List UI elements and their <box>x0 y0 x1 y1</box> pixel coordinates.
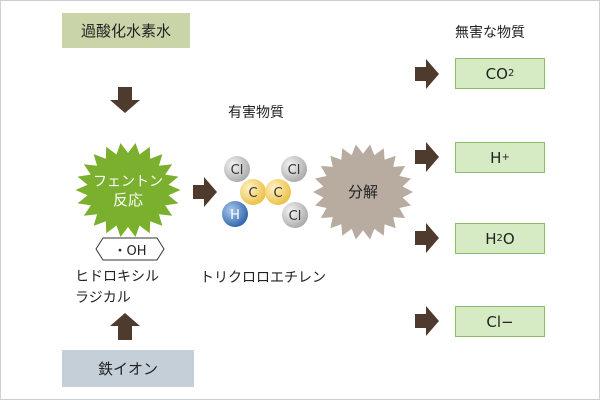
product-hplus-sup: + <box>501 152 510 163</box>
atom-label: Cl <box>288 163 301 178</box>
product-co2-main: CO <box>485 64 508 83</box>
arrow-right-icon <box>415 223 439 253</box>
iron-ion-label: 鉄イオン <box>97 360 158 378</box>
product-h2o-main: H <box>485 229 497 248</box>
hydroxyl-radical-symbol: ・OH <box>95 237 165 261</box>
product-hplus-main: H <box>490 148 502 167</box>
fenton-label-line1: フェントン <box>93 174 163 190</box>
atom-label: H <box>230 208 240 223</box>
radical-name-line2: ラジカル <box>75 290 131 306</box>
carbon-atom <box>265 179 291 205</box>
atom-label: C <box>273 186 282 201</box>
arrow-up-icon <box>110 313 140 340</box>
chlorine-atom <box>224 156 250 182</box>
hydrogen-atom <box>222 201 248 227</box>
product-cl-tail: − <box>501 312 514 331</box>
chlorine-atom <box>282 202 308 228</box>
decomposition-burst: 分解 <box>313 144 413 240</box>
product-cl-box: Cl− <box>455 306 545 337</box>
harmless-heading: 無害な物質 <box>455 25 525 41</box>
trichloroethylene-molecule: Cl Cl C C H Cl <box>222 156 308 228</box>
arrow-right-icon <box>415 59 439 89</box>
hydrogen-peroxide-label: 過酸化水素水 <box>80 22 171 40</box>
arrow-down-icon <box>110 87 140 113</box>
decomposition-burst-shape <box>313 144 413 240</box>
fenton-burst-shape <box>75 143 181 237</box>
fenton-label-line2: 反応 <box>113 191 143 209</box>
arrow-right-icon <box>415 306 439 336</box>
atom-label: Cl <box>289 209 302 224</box>
iron-ion-box: 鉄イオン <box>62 350 194 387</box>
product-cl-main: Cl <box>486 312 502 331</box>
radical-outline <box>95 237 165 261</box>
radical-name-line1: ヒドロキシル <box>75 269 159 285</box>
radical-symbol-text: ・OH <box>113 243 147 259</box>
atom-label: Cl <box>231 163 244 178</box>
hydrogen-peroxide-box: 過酸化水素水 <box>62 13 190 48</box>
product-co2-sub: 2 <box>507 68 515 79</box>
compound-name: トリクロロエチレン <box>200 270 326 286</box>
product-hplus-box: H+ <box>455 142 545 173</box>
atom-label: C <box>248 186 257 201</box>
decomposition-label: 分解 <box>348 183 378 201</box>
carbon-atom <box>240 179 266 205</box>
product-h2o-sub: 2 <box>496 233 503 244</box>
chlorine-atom <box>281 156 307 182</box>
fenton-burst: フェントン 反応 <box>75 143 181 237</box>
harmful-heading: 有害物質 <box>228 105 284 121</box>
arrow-right-icon <box>193 177 217 207</box>
arrow-right-icon <box>415 142 439 172</box>
product-h2o-tail: O <box>502 229 515 248</box>
